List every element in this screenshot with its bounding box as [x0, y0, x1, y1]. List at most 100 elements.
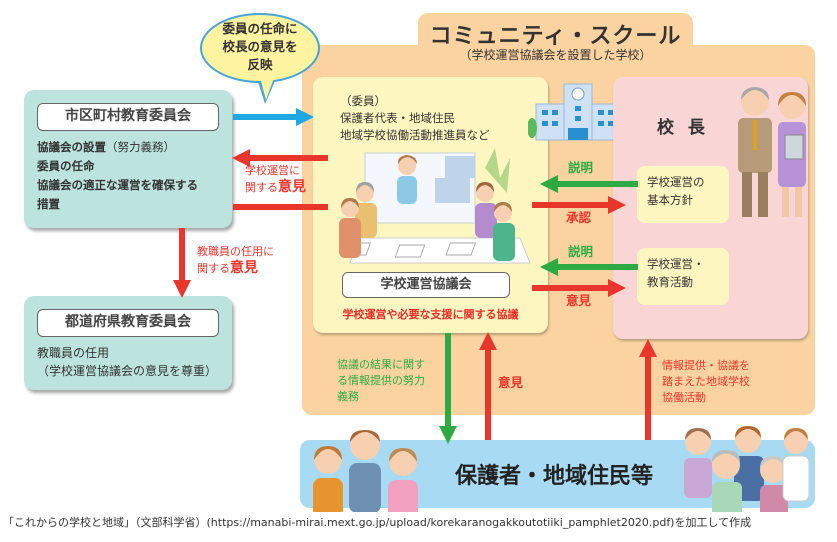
arrow-head-right: [608, 196, 626, 214]
arrow-head-left: [540, 258, 558, 276]
staff-opinion-label: 教職員の任用に 関する意見: [197, 244, 274, 277]
hair: [476, 182, 494, 192]
arrow-head-up: [639, 339, 657, 357]
school-activities-box: 学校運営・ 教育活動: [637, 248, 729, 305]
principal-illustration: [738, 87, 806, 217]
arrow-head-left: [540, 175, 558, 193]
pref-board-duties: 教職員の任用 （学校運営協議会の意見を尊重）: [37, 344, 217, 380]
opinion-to-principal-arrow: [532, 285, 610, 291]
arrow-head-left: [232, 149, 250, 167]
prefectural-education-board: 都道府県教育委員会 教職員の任用 （学校運営協議会の意見を尊重）: [24, 296, 232, 390]
label-prefix: 関する: [245, 181, 278, 194]
board-chart: [445, 156, 475, 178]
city-education-board: 市区町村教育委員会 協議会の設置（努力義務） 委員の任命 協議会の適正な運営を確…: [24, 90, 232, 228]
person-head: [741, 88, 769, 116]
city-board-title: 市区町村教育委員会: [37, 103, 219, 131]
hair: [341, 198, 359, 208]
approve-arrow: [532, 202, 610, 208]
arrow-head-right: [608, 279, 626, 297]
school-council-description: 学校運営や必要な支援に関する協議: [342, 308, 519, 321]
city-board-duties: 協議会の設置（努力義務） 委員の任命 協議会の適正な運営を確保する 措置: [37, 138, 198, 214]
person-body: [493, 223, 515, 261]
person-head: [494, 204, 512, 222]
plant-icon: [485, 148, 510, 193]
label-line: 踏まえた地域学校: [662, 375, 750, 388]
box-line: 学校運営・: [647, 257, 705, 271]
school-building-icon: [528, 83, 628, 141]
pref-board-title: 都道府県教育委員会: [37, 309, 219, 337]
city-opinion-label: 学校運営に 関する意見: [245, 163, 306, 196]
explain-arrow-1: [558, 181, 638, 187]
label-emphasis: 意見: [230, 260, 258, 276]
basic-policy-box: 学校運営の 基本方針: [637, 166, 729, 223]
person-body: [475, 203, 497, 238]
arrow-head-down: [173, 280, 191, 298]
hair: [494, 202, 512, 212]
council-members: （委員） 保護者代表・地域住民 地域学校協働活動推進員など: [340, 93, 490, 144]
paper: [394, 244, 426, 258]
appointment-arrow: [233, 114, 298, 120]
duty-text: （学校運営協議会の意見を尊重）: [37, 364, 218, 378]
label-line: 協働活動: [662, 391, 706, 404]
members-line: 保護者代表・地域住民: [340, 111, 455, 125]
person-body: [339, 218, 361, 258]
box-line: 基本方針: [647, 193, 693, 207]
label-line: 学校運営に: [245, 164, 300, 177]
hair: [397, 155, 417, 164]
community-school-title: コミュニティ・スクール: [429, 24, 682, 49]
bubble-line: 校長の意見を: [222, 39, 298, 54]
opinion-to-city-arrow-tail: [233, 204, 328, 210]
collaboration-arrow: [645, 355, 651, 440]
residents-illustration: [684, 426, 810, 512]
opinion-to-city-arrow: [250, 155, 328, 161]
opinion-principal-label: 意見: [566, 293, 592, 308]
board-chart: [435, 178, 470, 203]
info-duty-label: 協議の結果に関す る情報提供の努力 義務: [337, 357, 425, 405]
hair: [741, 87, 769, 100]
community-opinion-arrow: [485, 348, 491, 440]
duty-text: 協議会の設置: [37, 140, 106, 154]
label-line: 情報提供・協議を: [662, 359, 750, 372]
speech-bubble-text: 委員の任命に 校長の意見を 反映: [200, 20, 320, 74]
person-head: [356, 184, 374, 202]
hair: [778, 92, 806, 106]
arrow-head-up: [479, 332, 497, 350]
duty-text: 措置: [37, 197, 60, 211]
bubble-tail-inner: [258, 70, 277, 100]
duty-text: 委員の任命: [37, 159, 95, 173]
source-citation: 「これからの学校と地域」（文部科学省）(https://manabi-mirai…: [3, 516, 752, 529]
community-label: 保護者・地域住民等: [455, 464, 654, 489]
duty-text: 協議会の適正な運営を確保する: [37, 178, 198, 192]
person-head: [341, 199, 359, 217]
label-line: 協議の結果に関す: [337, 358, 425, 371]
arrow-head-right: [296, 108, 314, 126]
box-line: 学校運営の: [647, 175, 705, 189]
box-line: 教育活動: [647, 275, 693, 289]
duty-note: （努力義務）: [106, 140, 175, 154]
parents-illustration: [313, 430, 418, 512]
members-label: （委員）: [340, 94, 386, 108]
label-prefix: 関する: [197, 262, 230, 275]
community-school-subtitle: （学校運営協議会を設置した学校）: [459, 48, 652, 62]
duty-text: 教職員の任用: [37, 346, 110, 360]
bubble-line: 反映: [247, 57, 273, 72]
principal-label: 校 長: [657, 118, 709, 138]
explain-arrow-2: [558, 264, 638, 270]
info-duty-arrow: [445, 333, 451, 428]
person-head: [398, 157, 416, 175]
community-opinion-label: 意見: [498, 375, 524, 390]
label-line: 義務: [337, 390, 359, 403]
necktie: [753, 120, 757, 150]
person-body: [397, 176, 417, 204]
arrow-head-down: [439, 426, 457, 444]
staff-opinion-arrow: [179, 228, 185, 282]
explain-label-2: 説明: [568, 244, 594, 259]
document: [784, 134, 804, 160]
label-line: る情報提供の努力: [337, 374, 425, 387]
collaboration-label: 情報提供・協議を 踏まえた地域学校 協働活動: [662, 358, 750, 406]
label-emphasis: 意見: [278, 179, 306, 195]
members-line: 地域学校協働活動推進員など: [340, 128, 490, 142]
person-head: [476, 184, 494, 202]
person-head: [779, 93, 805, 119]
school-council-name: 学校運営協議会: [342, 272, 510, 298]
